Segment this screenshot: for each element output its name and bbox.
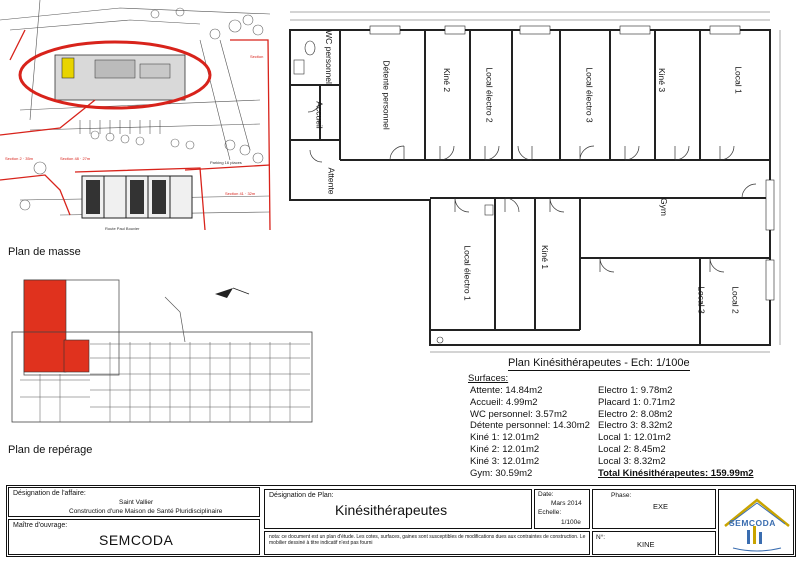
svg-text:Section 2 · 35m: Section 2 · 35m [5,156,34,161]
phase-box: Phase: EXE [592,489,716,529]
plan-value: Kinésithérapeutes [335,502,448,518]
room-local-electro1: Local électro 1 [462,245,473,301]
surface-item: Détente personnel: 14.30m2 [470,420,590,432]
room-kine3: Kiné 3 [657,67,668,93]
code-value: KINE [637,540,655,549]
echelle-label: Echelle: [538,509,562,516]
note-text: nota: ce document est un plan d'étude. L… [269,534,586,546]
locator-plan-drawing [11,279,313,423]
svg-text:Section 41 · 32m: Section 41 · 32m [225,191,256,196]
date-label: Date: [538,491,554,498]
room-kine1: Kiné 1 [540,244,551,270]
phase-label: Phase: [611,492,632,499]
affaire-line1: Saint Vallier [119,499,154,506]
affaire-label: Désignation de l'affaire: [13,490,86,497]
floor-plan-walls [289,11,781,353]
echelle-value: 1/100e [561,519,581,526]
surface-total: Total Kinésithérapeutes: 159.99m2 [598,467,754,479]
floor-plan: WC personnel Détente personnel Accueil A… [280,0,800,360]
affaire-box: Désignation de l'affaire: Saint Vallier … [8,487,260,517]
room-kine2: Kiné 2 [442,67,453,93]
plan-box: Désignation de Plan: Kinésithérapeutes [264,489,532,529]
room-gym: Gym [658,198,669,216]
surfaces-right: Electro 1: 9.78m2 Placard 1: 0.71m2 Elec… [598,385,754,479]
room-detente: Détente personnel [381,60,392,130]
date-value: Mars 2014 [551,500,582,507]
site-plan: Section 2 · 35m Section 48 · 27m Section… [0,0,280,258]
surfaces-heading: Surfaces: [468,373,509,384]
surface-item: Accueil: 4.99m2 [470,396,538,408]
logo-text: SEMCODA [729,518,776,528]
locator-plan-title: Plan de repérage [8,444,93,456]
room-local3: Local 3 [696,286,707,314]
site-plan-drawing: Section 2 · 35m Section 48 · 27m Section… [0,0,280,240]
surface-item: Local 3: 8.32m2 [598,455,666,467]
ouvrage-value: SEMCODA [99,532,174,548]
ouvrage-label: Maître d'ouvrage: [13,522,68,529]
code-box: N°: KINE [592,531,716,555]
surface-item: WC personnel: 3.57m2 [470,408,568,420]
phase-value: EXE [653,502,669,511]
surface-item: Attente: 14.84m2 [470,385,543,396]
svg-text:Section: Section [250,54,263,59]
room-local2: Local 2 [730,286,741,314]
note-box: nota: ce document est un plan d'étude. L… [264,531,590,555]
date-box: Date: Mars 2014 Echelle: 1/100e [534,489,590,529]
room-accueil: Accueil [314,101,325,129]
surfaces-left: Attente: 14.84m2 Accueil: 4.99m2 WC pers… [470,385,590,479]
logo-box: SEMCODA [718,489,794,555]
locator-plan: Plan de repérage [0,262,320,462]
plan-label: Désignation de Plan: [269,492,334,499]
code-label: N°: [596,534,606,541]
ouvrage-box: Maître d'ouvrage: SEMCODA [8,519,260,555]
svg-text:Section 48 · 27m: Section 48 · 27m [60,156,91,161]
surface-item: Electro 3: 8.32m2 [598,420,673,432]
room-local-electro2: Local électro 2 [484,67,495,123]
surface-item: Kiné 2: 12.01m2 [470,443,540,455]
room-local1: Local 1 [733,66,744,94]
surface-item: Gym: 30.59m2 [470,467,533,479]
surface-item: Electro 2: 8.08m2 [598,408,673,420]
surface-item: Placard 1: 0.71m2 [598,396,676,408]
site-plan-title: Plan de masse [8,246,81,258]
room-local-electro3: Local électro 3 [584,67,595,123]
semcoda-logo [724,498,790,552]
parking-caption: Parking 16 places [210,160,242,165]
room-attente: Attente [326,167,337,195]
surface-item: Electro 1: 9.78m2 [598,385,673,396]
surface-item: Kiné 1: 12.01m2 [470,432,540,444]
floor-plan-title: Plan Kinésithérapeutes - Ech: 1/100e [508,357,690,371]
surface-item: Local 1: 12.01m2 [598,432,671,444]
street-caption: Route Paul Bouvier [105,226,140,231]
surface-item: Kiné 3: 12.01m2 [470,455,540,467]
affaire-line2: Construction d'une Maison de Santé Pluri… [69,508,223,515]
room-wc: WC personnel [323,30,334,84]
surface-item: Local 2: 8.45m2 [598,443,666,455]
